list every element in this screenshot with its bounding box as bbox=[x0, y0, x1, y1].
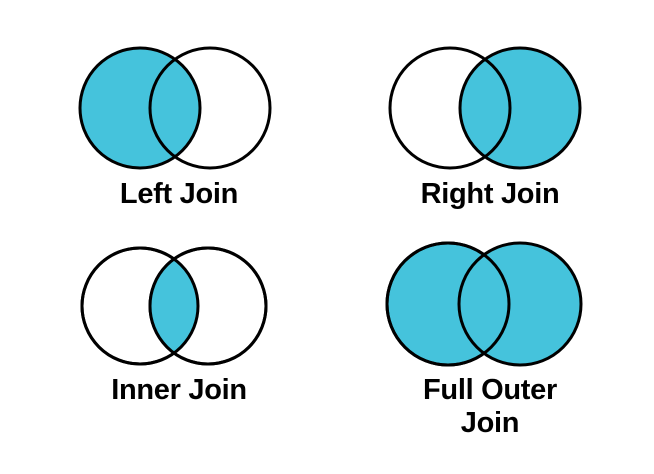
venn-cell-inner-join: Inner Join bbox=[44, 236, 314, 436]
venn-cell-label-left-join: Left Join bbox=[119, 178, 239, 210]
left-set-circle bbox=[80, 48, 200, 168]
left-set-circle-outline-overlap bbox=[460, 48, 512, 168]
right-set-circle bbox=[457, 241, 583, 367]
left-set-circle-outline bbox=[78, 46, 202, 170]
full-outer-join-venn-icon bbox=[385, 241, 583, 367]
right-set-circle-outline-overlap bbox=[148, 48, 200, 168]
intersection-region bbox=[150, 248, 198, 364]
venn-cell-label-right-join: Right Join bbox=[420, 178, 560, 210]
left-set-circle-outline bbox=[385, 241, 511, 367]
venn-cell-left-join: Left Join bbox=[44, 36, 314, 216]
venn-cell-right-join: Right Join bbox=[350, 36, 630, 216]
right-join-venn-icon bbox=[388, 46, 582, 170]
right-set-circle bbox=[460, 48, 580, 168]
right-set-circle-outline bbox=[148, 246, 268, 366]
inner-join-venn-icon bbox=[80, 246, 268, 366]
left-set-circle-outline bbox=[80, 246, 200, 366]
left-join-venn-icon bbox=[78, 46, 272, 170]
right-set-circle-outline bbox=[458, 46, 582, 170]
venn-cell-full-outer-join: Full Outer Join bbox=[348, 232, 632, 468]
venn-cell-label-inner-join: Inner Join bbox=[111, 374, 247, 406]
venn-cell-label-full-outer-join: Full Outer Join bbox=[423, 374, 557, 439]
